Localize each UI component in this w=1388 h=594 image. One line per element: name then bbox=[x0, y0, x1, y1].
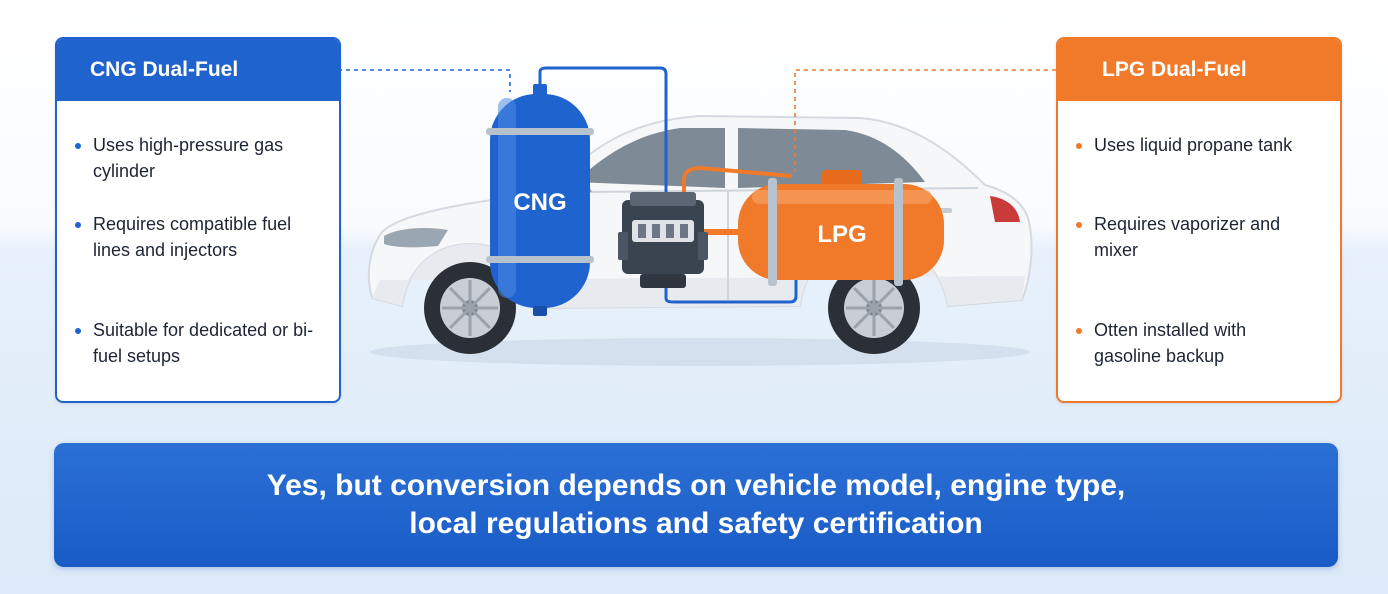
bullet-dot-icon bbox=[1076, 328, 1082, 334]
lpg-info-card: LPG Dual-Fuel Uses liquid propane tank R… bbox=[1056, 37, 1342, 403]
lpg-tank-label: LPG bbox=[817, 221, 866, 248]
lpg-bullet-text: Uses liquid propane tank bbox=[1094, 135, 1293, 155]
bullet-dot-icon bbox=[1076, 222, 1082, 228]
cng-bullet-item: Requires compatible fuel lines and injec… bbox=[75, 211, 325, 263]
engine-block bbox=[618, 192, 708, 288]
cng-leader-line bbox=[338, 69, 511, 92]
cng-fuel-line bbox=[538, 66, 798, 304]
bullet-dot-icon bbox=[1076, 143, 1082, 149]
cng-tank-label: CNG bbox=[513, 189, 566, 216]
lpg-bullet-text: Requires vaporizer and mixer bbox=[1094, 214, 1281, 260]
lpg-tank: LPG bbox=[738, 170, 944, 286]
cng-cylinder: CNG bbox=[486, 84, 594, 316]
cng-bullet-item: Uses high-pressure gas cylinder bbox=[75, 132, 325, 184]
conclusion-text: Yes, but conversion depends on vehicle m… bbox=[266, 469, 1126, 540]
cng-card-title: CNG Dual-Fuel bbox=[57, 39, 339, 101]
headlight bbox=[384, 228, 448, 248]
lpg-bullet-text: Otten installed with gasoline backup bbox=[1094, 320, 1247, 366]
front-wheel bbox=[424, 262, 516, 354]
bullet-dot-icon bbox=[75, 143, 81, 149]
car-window-mid bbox=[738, 128, 925, 188]
bullet-dot-icon bbox=[75, 222, 81, 228]
bullet-dot-icon bbox=[75, 328, 81, 334]
cng-info-card: CNG Dual-Fuel Uses high-pressure gas cyl… bbox=[55, 37, 341, 403]
rear-wheel bbox=[828, 262, 920, 354]
cng-bullet-text: Suitable for dedicated or bi-fuel setups bbox=[93, 320, 314, 366]
cng-bullet-text: Uses high-pressure gas cylinder bbox=[93, 135, 284, 181]
lpg-leader-line bbox=[794, 69, 1056, 172]
lpg-bullet-item: Requires vaporizer and mixer bbox=[1076, 211, 1306, 263]
tail-light bbox=[990, 196, 1020, 222]
conclusion-banner: Yes, but conversion depends on vehicle m… bbox=[54, 443, 1338, 567]
cng-bullet-text: Requires compatible fuel lines and injec… bbox=[93, 214, 292, 260]
lpg-bullet-item: Otten installed with gasoline backup bbox=[1076, 317, 1306, 369]
cng-bullet-item: Suitable for dedicated or bi-fuel setups bbox=[75, 317, 325, 369]
lpg-fuel-line bbox=[682, 165, 793, 200]
lpg-bullet-item: Uses liquid propane tank bbox=[1076, 132, 1306, 158]
lpg-card-title: LPG Dual-Fuel bbox=[1058, 39, 1340, 101]
